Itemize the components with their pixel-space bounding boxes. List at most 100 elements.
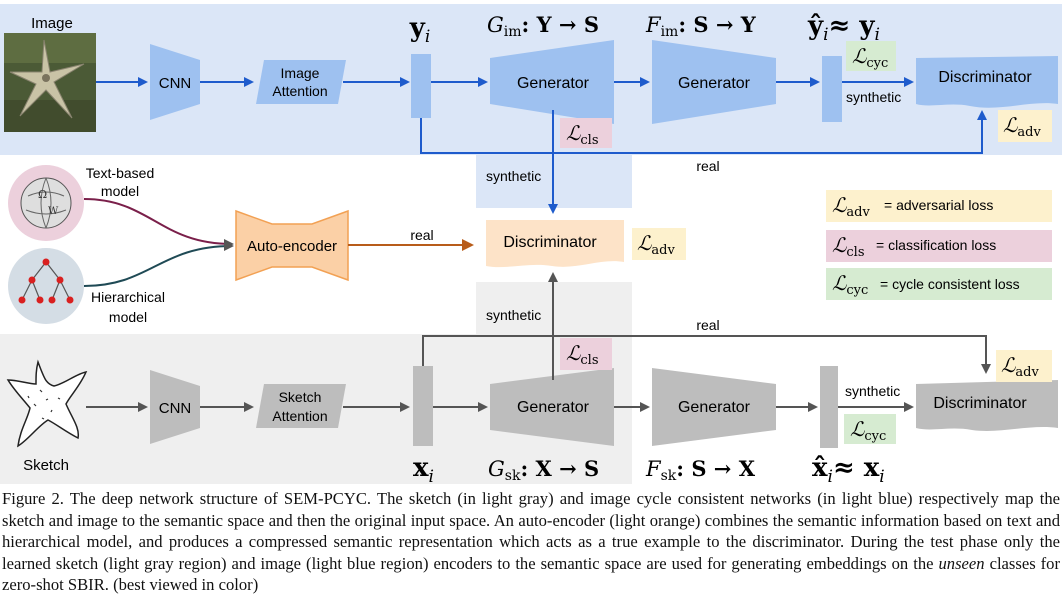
- sketch-reconstruction-block: [820, 366, 838, 448]
- image-cls-sub: cls: [580, 133, 598, 148]
- image-label: Image: [31, 15, 73, 32]
- image-generator-2-label: Generator: [678, 75, 751, 92]
- recon-x-label: x̂i≈ xi: [812, 453, 885, 487]
- legend-adv-sub: adv: [846, 205, 870, 220]
- sketch-generator-2-block: [652, 368, 776, 446]
- image-attention-label-2: Attention: [272, 83, 327, 99]
- image-attention-label-1: Image: [281, 65, 320, 81]
- image-generator-1-block: [490, 40, 614, 124]
- sketch-generator-2-label: Generator: [678, 399, 751, 416]
- sketch-x-label: xi: [413, 453, 434, 487]
- f-im-letter: F: [645, 13, 662, 37]
- image-cls-loss-badge: ℒcls: [560, 118, 612, 148]
- image-generator-1-label: Generator: [517, 75, 590, 92]
- image-attention-block: [256, 60, 346, 104]
- image-synthetic-label: synthetic: [846, 89, 901, 105]
- middle-adv-loss-badge: ℒadv: [632, 228, 686, 260]
- starfish-photo: [4, 33, 96, 132]
- text-model-label-1: Text-based: [86, 165, 154, 181]
- image-real-label: real: [696, 158, 719, 174]
- hier-model-label-2: model: [109, 309, 147, 325]
- g-sk-letter: G: [488, 457, 505, 481]
- legend-adv-text: = adversarial loss: [884, 197, 993, 213]
- sketch-feature-x-block: [413, 366, 433, 446]
- g-sk-sub: sk: [505, 468, 521, 484]
- wikipedia-globe-icon: Ω W: [8, 165, 84, 241]
- recon-y-hat: ŷ: [807, 11, 824, 41]
- sketch-adv-loss-badge: ℒadv: [996, 350, 1052, 382]
- image-adv-sub: adv: [1017, 125, 1041, 140]
- image-generator-2-block: [652, 40, 776, 124]
- middle-real-label: real: [410, 227, 433, 243]
- recon-x-sub2: i: [879, 467, 884, 487]
- image-discriminator-label: Discriminator: [938, 69, 1032, 86]
- image-discriminator-block: [916, 56, 1058, 108]
- g-im-sub: im: [504, 24, 522, 40]
- autoencoder-block: [235, 209, 349, 282]
- recon-y-sub2: i: [875, 25, 880, 45]
- f-sk-label: Fsk: S → X: [645, 456, 756, 484]
- legend-adv: ℒadv = adversarial loss: [826, 190, 1052, 222]
- hier-model-connector: [83, 241, 234, 287]
- middle-discriminator-block: [486, 220, 624, 268]
- caption-part-1: Figure 2. The deep network structure of …: [2, 489, 1060, 573]
- caption-italic: unseen: [938, 553, 985, 573]
- y-letter: y: [409, 13, 426, 43]
- legend-cyc-text: = cycle consistent loss: [880, 276, 1020, 292]
- svg-text:Ω: Ω: [38, 188, 47, 201]
- svg-text:W: W: [48, 206, 59, 217]
- image-y-label: yi: [409, 13, 431, 47]
- sketch-discriminator-label: Discriminator: [933, 395, 1027, 412]
- middle-synthetic-top-label: synthetic: [486, 168, 541, 184]
- g-sk-label: Gsk: X → S: [488, 456, 599, 484]
- caption-part-2: classes for zero-shot SBIR. (best viewed…: [2, 553, 1060, 595]
- image-cnn-label: CNN: [159, 75, 192, 92]
- text-model-label-2: model: [101, 183, 139, 199]
- sketch-cyc-sub: cyc: [864, 429, 886, 444]
- f-sk-letter: F: [645, 457, 662, 481]
- sketch-cyc-loss-badge: ℒcyc: [844, 414, 896, 444]
- sketch-real-label: real: [696, 317, 719, 333]
- sketch-attention-label-2: Attention: [272, 408, 327, 424]
- recon-x-rest: ≈ x: [833, 453, 880, 483]
- g-im-letter: G: [487, 13, 504, 37]
- sketch-adv-sub: adv: [1015, 365, 1039, 380]
- g-sk-map: : X → S: [520, 456, 599, 481]
- hierarchy-tree-icon: [8, 248, 84, 324]
- x-letter: x: [413, 453, 429, 483]
- figure-caption: Figure 2. The deep network structure of …: [2, 488, 1060, 596]
- image-adv-loss-badge: ℒadv: [998, 110, 1052, 142]
- legend-cls-text: = classification loss: [876, 237, 996, 253]
- text-model-connector: [83, 198, 234, 249]
- sketch-synthetic-label: synthetic: [845, 383, 900, 399]
- recon-y-sub1: i: [823, 25, 828, 45]
- autoencoder-label: Auto-encoder: [247, 238, 337, 255]
- legend-cls-sub: cls: [846, 245, 864, 260]
- sketch-cnn-block: [150, 370, 200, 444]
- f-im-label: Fim: S → Y: [645, 12, 757, 40]
- image-feature-y-block: [411, 54, 431, 118]
- sketch-discriminator-block: [916, 380, 1058, 431]
- hier-model-label-1: Hierarchical: [91, 289, 165, 305]
- sketch-attention-label-1: Sketch: [279, 389, 322, 405]
- legend: ℒadv = adversarial loss ℒcls = classific…: [826, 190, 1052, 300]
- recon-y-rest: ≈ y: [829, 11, 876, 41]
- network-diagram: Image CNN Image Attention yi Generator G…: [0, 4, 1062, 487]
- image-reconstruction-block: [822, 56, 842, 122]
- f-im-sub: im: [661, 24, 679, 40]
- sketch-generator-1-block: [490, 368, 614, 446]
- sketch-cls-sub: cls: [580, 353, 598, 368]
- sketch-generator-1-label: Generator: [517, 399, 590, 416]
- x-sub: i: [429, 467, 434, 487]
- starfish-sketch: [6, 359, 88, 448]
- f-sk-sub: sk: [661, 468, 677, 484]
- legend-cyc-sub: cyc: [846, 283, 868, 298]
- f-im-map: : S → Y: [678, 12, 756, 37]
- middle-synthetic-bottom-label: synthetic: [486, 307, 541, 323]
- f-sk-map: : S → X: [676, 456, 755, 481]
- sketch-real-path: [422, 335, 991, 374]
- recon-x-hat: x̂: [812, 453, 828, 483]
- g-im-map: : Y → S: [522, 12, 599, 37]
- recon-x-sub1: i: [828, 467, 833, 487]
- image-cnn-block: [150, 44, 200, 120]
